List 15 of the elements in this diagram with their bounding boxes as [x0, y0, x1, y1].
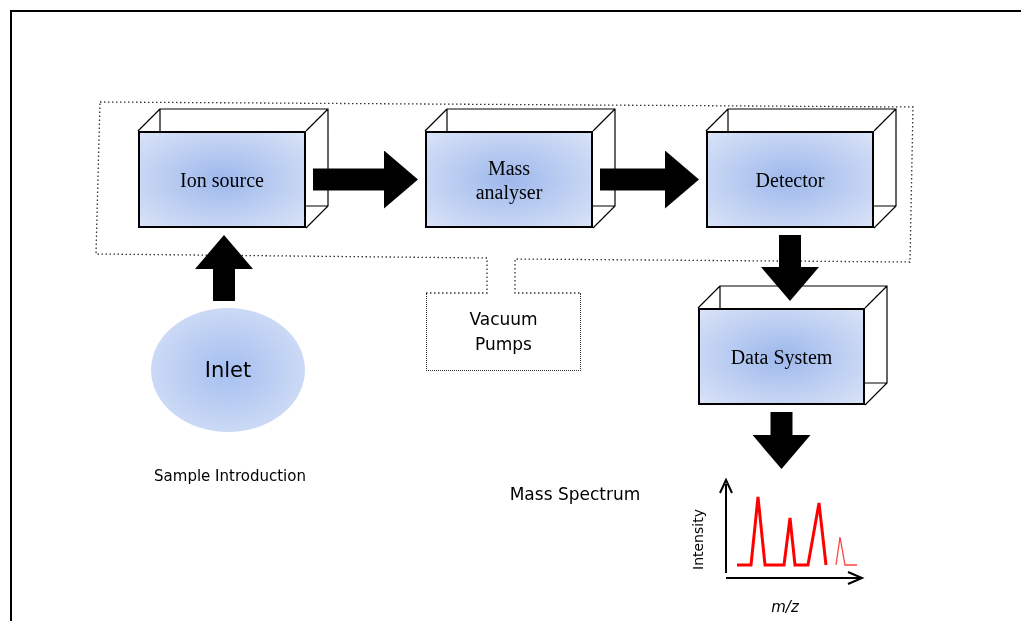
axis-label: Intensity [690, 510, 706, 570]
process-box: Mass analyser [425, 131, 593, 228]
block-arrow [752, 412, 811, 469]
process-box: Ion source [138, 131, 306, 228]
block-arrow [761, 235, 819, 301]
block-arrow [195, 235, 253, 301]
process-box: Detector [706, 131, 874, 228]
pumps-box: Vacuum Pumps [426, 293, 581, 371]
axis-label: m/z [770, 598, 800, 616]
inlet-ellipse: Inlet [151, 308, 305, 432]
process-box: Data System [698, 308, 865, 405]
block-arrow [600, 150, 699, 209]
block-arrow [313, 150, 418, 209]
caption-text: Sample Introduction [153, 466, 307, 487]
caption-text: Mass Spectrum [508, 484, 642, 504]
